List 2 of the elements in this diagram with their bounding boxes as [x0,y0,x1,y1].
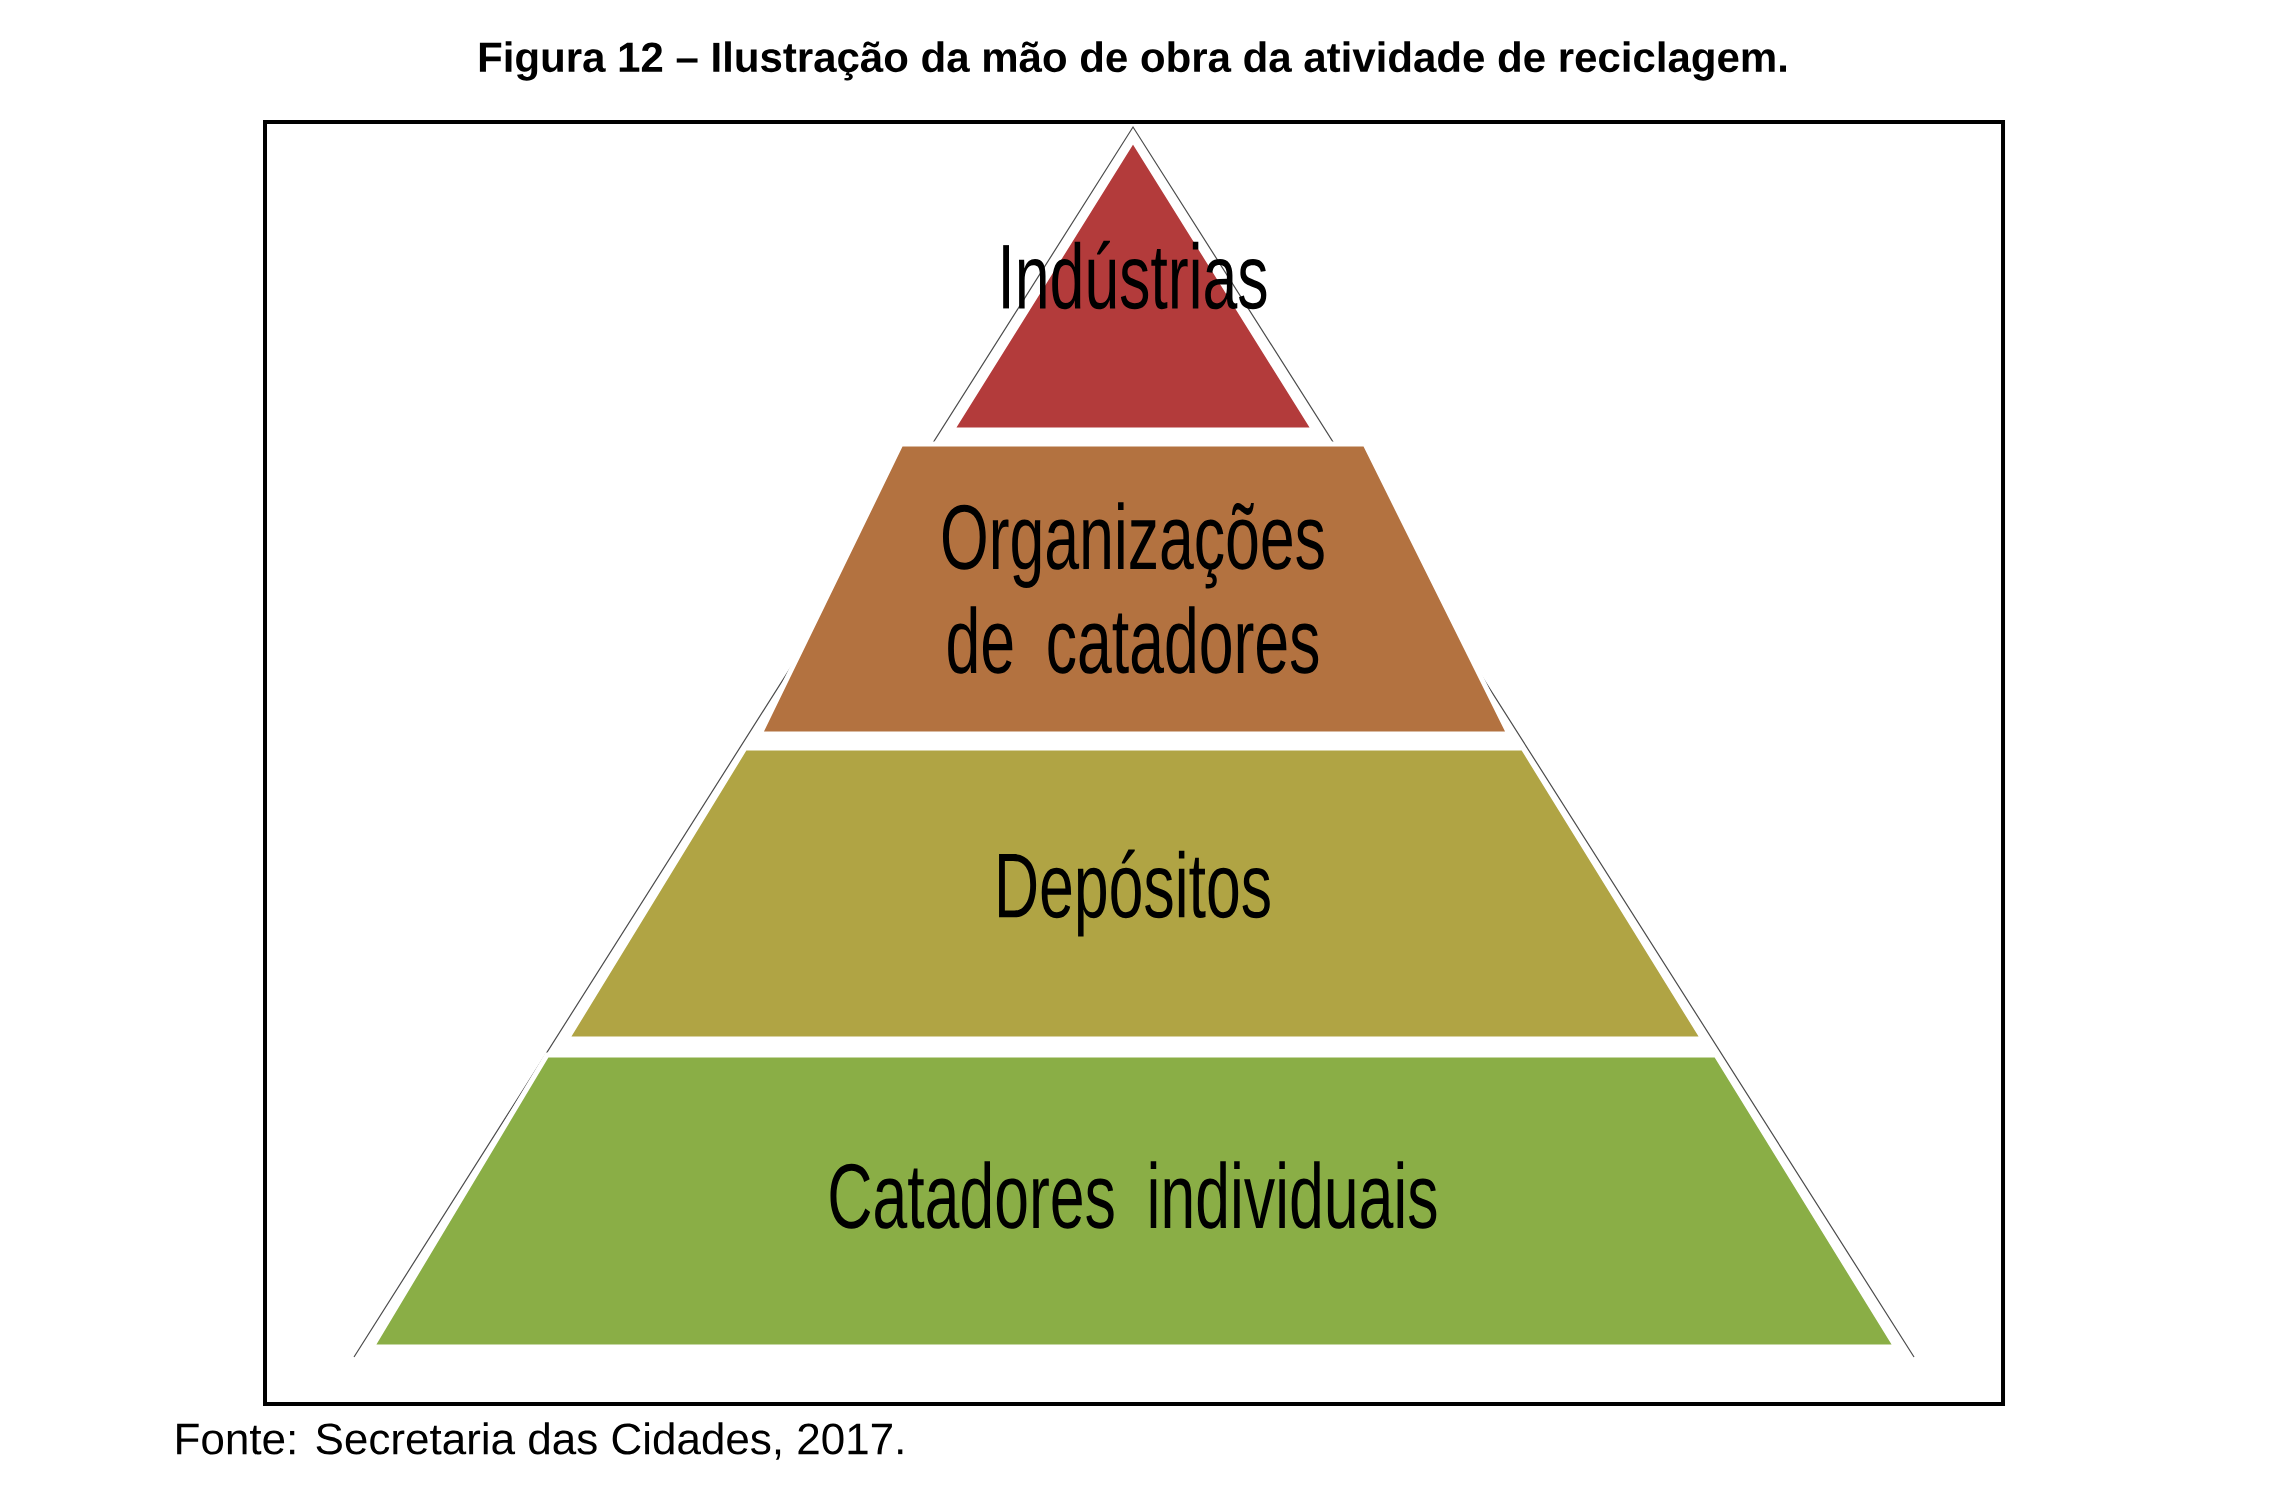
figure-title: Figura 12 – Ilustração da mão de obra da atividade de reciclagem. [479,41,1786,81]
source-note: Fonte: Secretaria das Cidades, 2017. [177,1422,903,1460]
